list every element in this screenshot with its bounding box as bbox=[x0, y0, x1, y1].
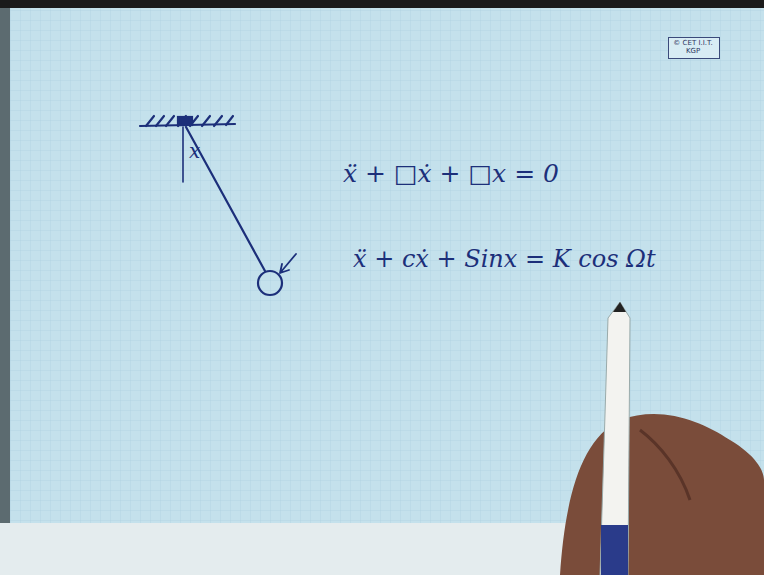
angle-label: x bbox=[189, 140, 200, 162]
copyright-box: © CET I.I.T. KGP bbox=[668, 37, 720, 59]
pendulum bbox=[140, 116, 296, 295]
left-edge bbox=[0, 8, 10, 523]
hand bbox=[560, 414, 764, 575]
string bbox=[186, 127, 265, 271]
equation: ẍ + cẋ + Sinx = K cos Ωt bbox=[353, 246, 656, 272]
hand-with-pen bbox=[560, 302, 764, 575]
support-hatch bbox=[146, 116, 233, 126]
pen-cap bbox=[601, 525, 628, 575]
vertical-reference bbox=[182, 127, 184, 182]
equation: ẍ + □ẋ + □x = 0 bbox=[343, 160, 559, 188]
copyright-text: © CET I.I.T. KGP bbox=[672, 39, 714, 55]
finger-crease bbox=[640, 430, 690, 500]
bob bbox=[258, 271, 282, 295]
force-arrow bbox=[280, 254, 296, 273]
pen bbox=[600, 302, 630, 575]
top-border bbox=[0, 0, 764, 8]
pen-tip bbox=[613, 302, 626, 312]
pivot bbox=[178, 117, 192, 125]
